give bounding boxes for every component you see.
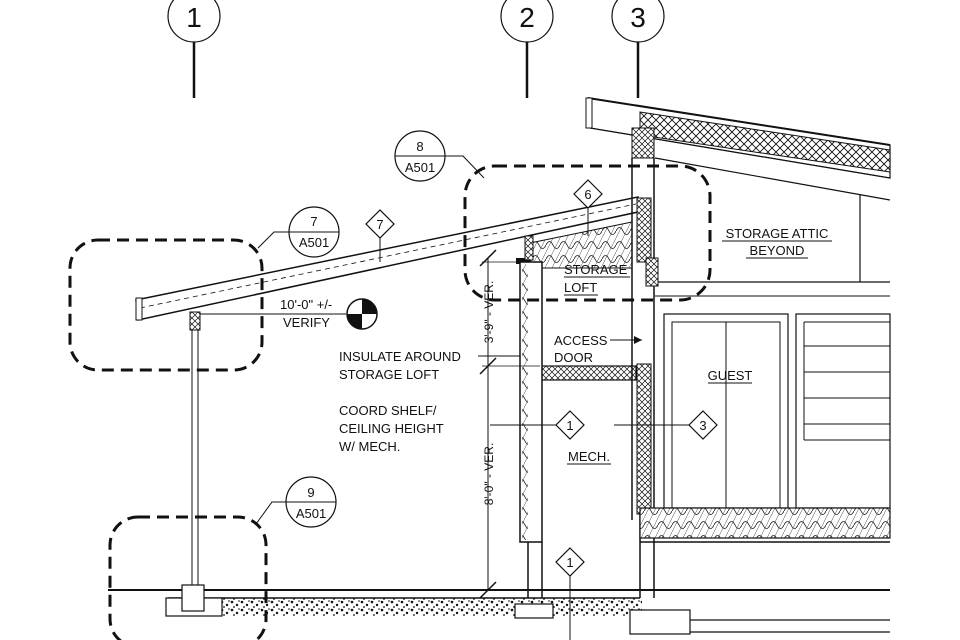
floor-insulation [639,507,891,539]
guest-window [795,313,891,509]
grid-label-1: 1 [186,2,202,33]
detail-boundary-7 [68,238,264,372]
detail-callout-7[interactable]: 7 A501 [257,206,340,258]
room-guest: GUEST [708,368,753,383]
callout-7-number: 7 [310,214,317,229]
detail-callout-9[interactable]: 9 A501 [255,476,337,528]
callout-8-number: 8 [416,139,423,154]
dim-lower-label: 8'-0" - VER. [482,443,496,506]
note-verify: VERIFY [283,315,330,330]
note-coord-line3: W/ MECH. [339,439,400,454]
assembly-tag-3: 3 [614,410,718,440]
room-storage-attic-line1: STORAGE ATTIC [726,226,829,241]
dim-upper-label: 3'-9" - VER. [482,281,496,344]
wall-grid-3 [631,127,659,598]
guest-door [663,313,789,509]
assembly-tag-7: 7 [365,209,395,262]
detail-callout-8[interactable]: 8 A501 [394,130,485,182]
room-storage-attic-line2: BEYOND [750,243,805,258]
callout-8-sheet: A501 [405,160,435,175]
elevation-marker [200,298,378,330]
svg-text:1: 1 [566,418,573,433]
note-coord-line1: COORD SHELF/ [339,403,437,418]
svg-text:7: 7 [376,217,383,232]
loft-floor [540,365,637,381]
note-access-line2: DOOR [554,350,593,365]
wall-grid-2 [516,235,543,598]
grid-bubble-3: 3 [611,0,665,98]
detail-boundary-9 [108,515,268,640]
assembly-tag-6: 6 [573,179,603,236]
svg-text:3: 3 [699,418,706,433]
vertical-dimension: 3'-9" - VER. 8'-0" - VER. [479,249,540,599]
room-mech: MECH. [568,449,610,464]
note-insulate-line1: INSULATE AROUND [339,349,461,364]
callout-9-sheet: A501 [296,506,326,521]
detail-boundary-8 [463,164,712,302]
callout-7-sheet: A501 [299,235,329,250]
note-dim-10ft: 10'-0" +/- [280,297,332,312]
grid-bubble-2: 2 [500,0,554,98]
note-access-line1: ACCESS [554,333,608,348]
porch-post [191,330,199,590]
grid-label-3: 3 [630,2,646,33]
svg-text:1: 1 [566,555,573,570]
callout-9-number: 9 [307,485,314,500]
assembly-tag-1-mech: 1 [490,410,585,440]
grid-label-2: 2 [519,2,535,33]
room-storage-loft-line1: STORAGE [564,262,628,277]
note-insulate-line2: STORAGE LOFT [339,367,439,382]
ground-slab [108,584,890,635]
room-storage-loft-line2: LOFT [564,280,597,295]
assembly-tag-1-footing: 1 [555,547,585,640]
grid-bubble-1: 1 [167,0,221,98]
note-coord-line2: CEILING HEIGHT [339,421,444,436]
svg-text:6: 6 [584,187,591,202]
